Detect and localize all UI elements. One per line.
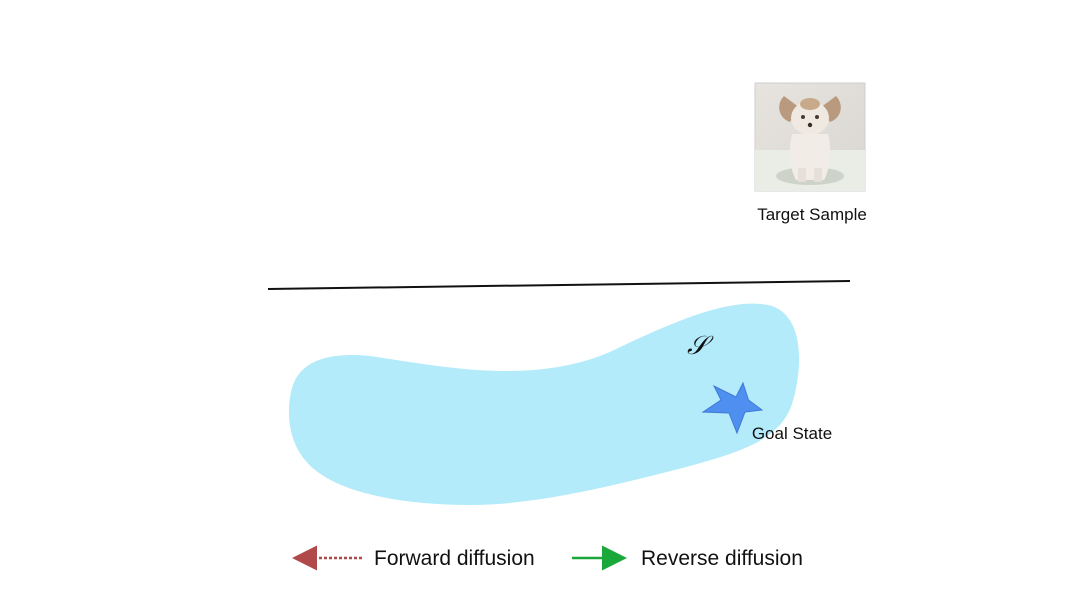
legend: Forward diffusion Reverse diffusion bbox=[292, 545, 803, 571]
legend-reverse-label: Reverse diffusion bbox=[641, 547, 803, 570]
boundary-line bbox=[267, 280, 851, 290]
goal-state-label: Goal State bbox=[752, 424, 832, 443]
goal-region bbox=[288, 303, 800, 505]
goal-star-icon bbox=[701, 381, 764, 435]
target-sample-label: Target Sample bbox=[757, 205, 867, 224]
target-sample-image bbox=[754, 82, 866, 192]
legend-forward-label: Forward diffusion bbox=[374, 547, 535, 570]
